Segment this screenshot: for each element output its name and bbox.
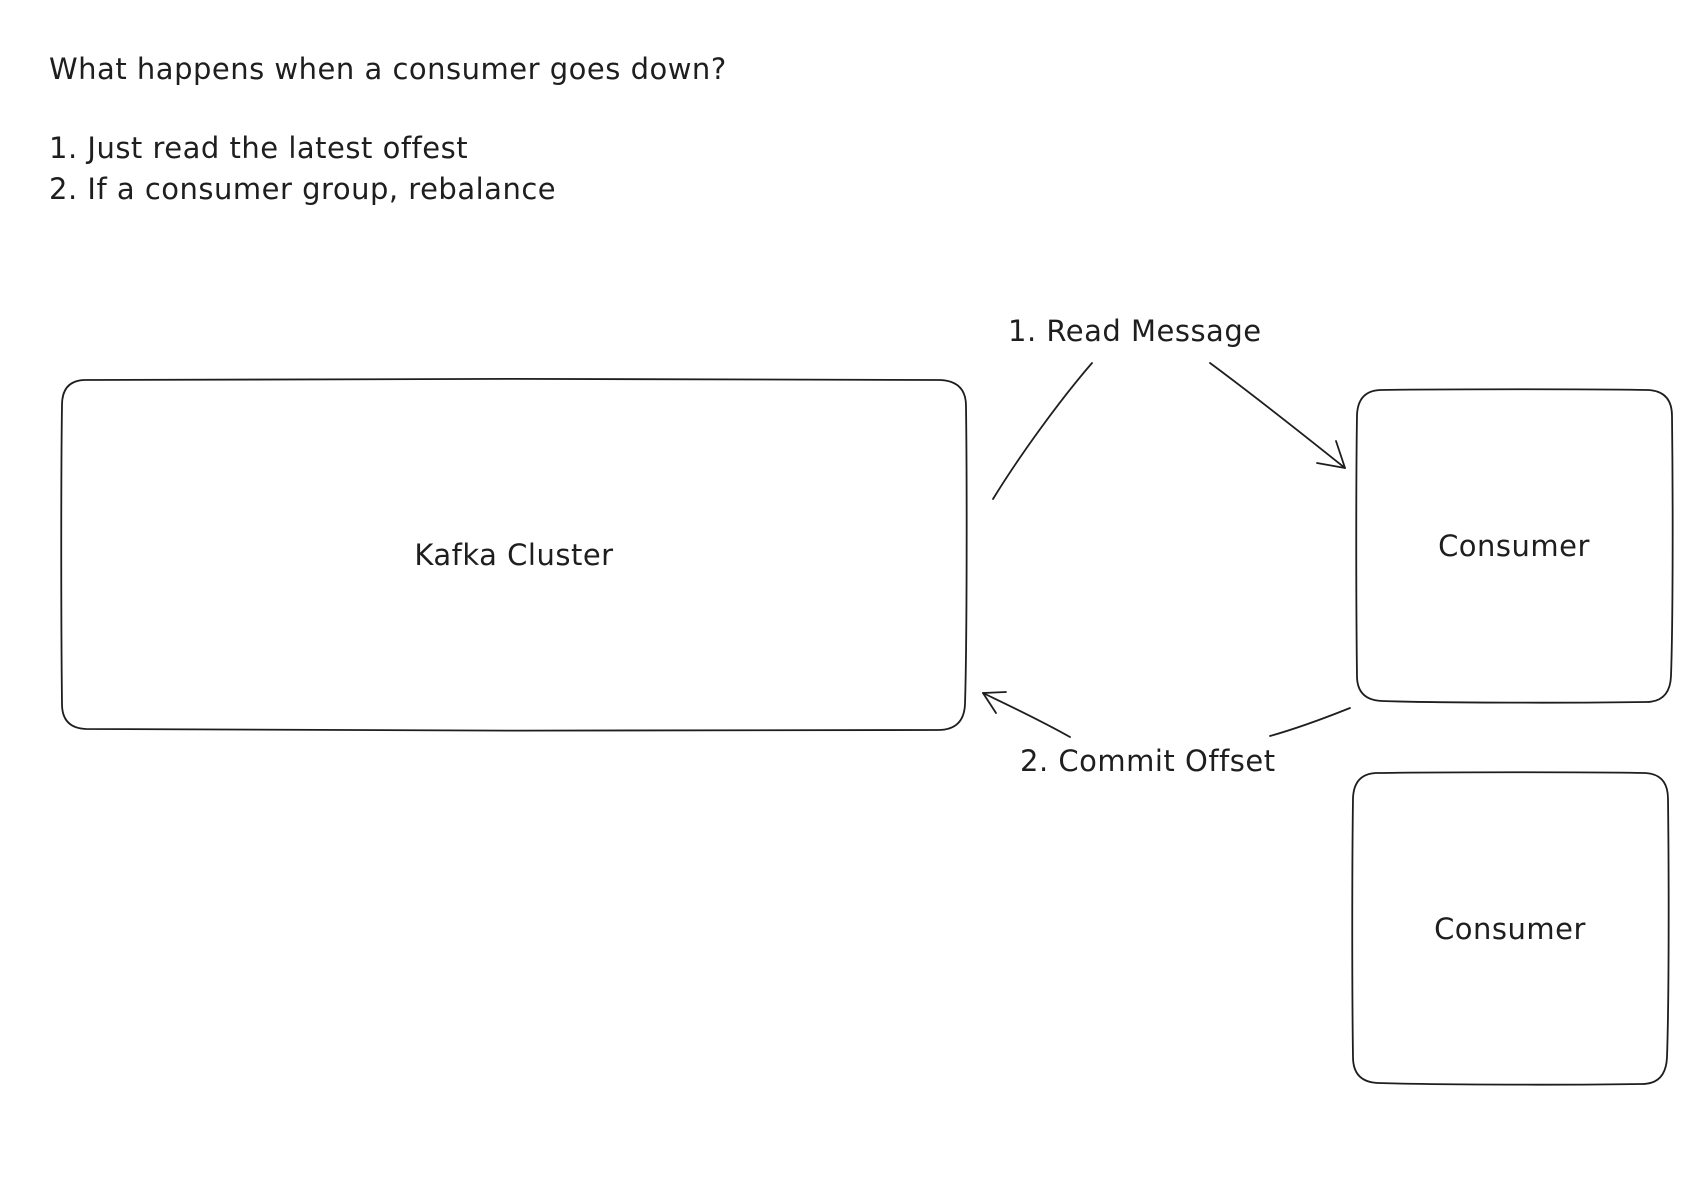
commit-offset-arrowhead bbox=[982, 691, 1007, 714]
consumer-box-2[interactable] bbox=[1351, 771, 1670, 1086]
commit-offset-label: 2. Commit Offset bbox=[1020, 744, 1276, 778]
consumer-box-1[interactable] bbox=[1355, 388, 1674, 704]
commit-offset-arrow-line bbox=[982, 692, 1071, 738]
question-heading: What happens when a consumer goes down? bbox=[49, 52, 727, 86]
consumer-label-2: Consumer bbox=[1434, 912, 1586, 946]
read-message-arrow-tail bbox=[992, 362, 1093, 500]
commit-offset-arrow-tail bbox=[1269, 707, 1351, 737]
note-item-2: 2. If a consumer group, rebalance bbox=[49, 172, 557, 206]
read-message-arrow-line bbox=[1209, 362, 1346, 469]
read-message-label: 1. Read Message bbox=[1008, 314, 1262, 348]
read-message-arrowhead bbox=[1316, 440, 1346, 469]
answer-notes: 1. Just read the latest offest 2. If a c… bbox=[49, 128, 556, 210]
consumer-label-1: Consumer bbox=[1438, 529, 1590, 563]
kafka-cluster-box[interactable] bbox=[60, 377, 968, 732]
kafka-cluster-label: Kafka Cluster bbox=[414, 538, 614, 572]
note-item-1: 1. Just read the latest offest bbox=[49, 131, 469, 165]
